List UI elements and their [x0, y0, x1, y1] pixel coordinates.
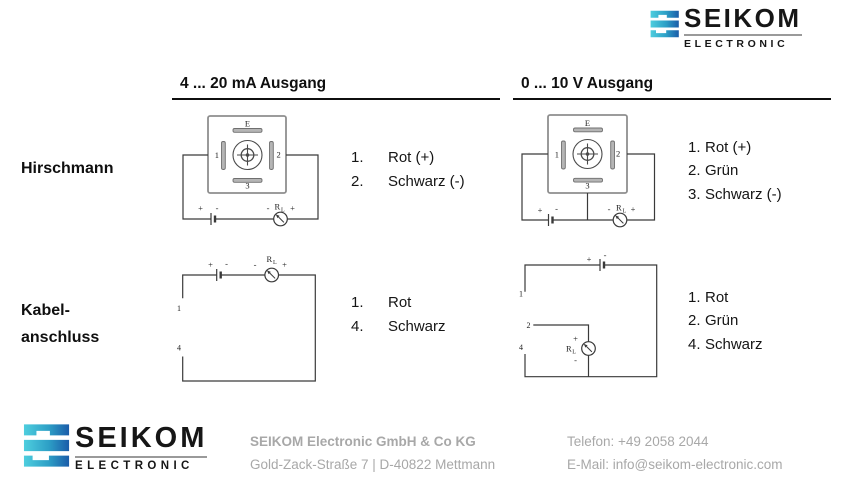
logo-wordmark: SEIKOM: [75, 424, 208, 458]
pin-color: Rot (+): [705, 139, 752, 156]
battery-minus-label: -: [225, 259, 228, 269]
pin-3-label: 3: [245, 181, 249, 191]
load-plus-label: +: [573, 334, 578, 344]
pinout-list-kabel-4-20ma: 1. Rot 4. Schwarz: [351, 291, 446, 339]
footer-contact-block: Telefon: +49 2058 2044 E-Mail: info@seik…: [567, 430, 783, 476]
pin-number: 2.: [688, 162, 701, 180]
pin-color: Schwarz (-): [705, 185, 782, 203]
footer-address-block: SEIKOM Electronic GmbH & Co KG Gold-Zack…: [250, 430, 495, 476]
load-minus-label: -: [608, 204, 611, 214]
logo-subtitle: ELECTRONIC: [684, 38, 789, 50]
load-plus-label: +: [631, 204, 636, 214]
pin-color: Schwarz: [705, 335, 763, 353]
load-resistor-label: R: [616, 203, 622, 213]
row-label-line2: anschluss: [21, 329, 100, 346]
pin-color: Grün: [705, 162, 739, 180]
load-resistor-subscript: L: [572, 350, 576, 356]
battery-minus-label: -: [555, 204, 558, 214]
load-resistor-label: R: [275, 202, 281, 212]
wiring-diagram-kabel-0-10v: + - 1 2 4 + R L -: [519, 250, 658, 378]
load-resistor-subscript: L: [623, 209, 627, 215]
list-item: 2. Grün: [688, 309, 763, 332]
logo-text: SEIKOM ELECTRONIC: [75, 424, 208, 472]
pinout-list-hirschmann-4-20ma: 1. Rot (+) 2. Schwarz (-): [351, 146, 465, 194]
list-item: 1. Rot: [688, 286, 763, 309]
battery-plus-label: +: [587, 254, 592, 264]
footer-phone: Telefon: +49 2058 2044: [567, 434, 709, 449]
battery-plus-label: +: [538, 205, 543, 215]
seikom-logo-icon: [23, 424, 70, 467]
seikom-logo-header: SEIKOM ELECTRONIC: [650, 5, 802, 50]
load-plus-label: +: [290, 203, 295, 213]
pin-color: Rot (+): [388, 149, 435, 166]
battery-minus-label: -: [216, 203, 219, 213]
list-item: 2. Grün: [688, 159, 782, 182]
pin-1-label: 1: [555, 150, 559, 160]
wiring-diagram-hirschmann-4-20ma: E 1 2 3 + - - R L +: [182, 115, 319, 227]
load-minus-label: -: [254, 260, 257, 270]
pin-number: 3.: [688, 185, 701, 203]
pin-number: 1.: [351, 294, 364, 311]
pin-color: Rot: [705, 289, 729, 306]
pin-number: 2.: [351, 173, 364, 190]
pin-number: 1.: [688, 289, 701, 306]
seikom-logo-icon: [650, 10, 679, 38]
load-minus-label: -: [267, 203, 270, 213]
row-label-kabelanschluss: Kabel- anschluss: [21, 297, 99, 351]
pin-e-label: E: [585, 118, 590, 128]
pinout-list-kabel-0-10v: 1. Rot 2. Grün 4. Schwarz: [688, 286, 763, 356]
pin-number: 2.: [688, 312, 701, 330]
battery-minus-label: -: [604, 250, 607, 260]
list-item: 3. Schwarz (-): [688, 183, 782, 206]
footer-company-name: SEIKOM Electronic GmbH & Co KG: [250, 434, 476, 449]
load-minus-label: -: [574, 355, 577, 365]
logo-subtitle: ELECTRONIC: [75, 460, 194, 472]
pin-2-label: 2: [277, 150, 281, 160]
battery-plus-label: +: [208, 260, 213, 270]
load-plus-label: +: [282, 260, 287, 270]
pin-number: 1.: [351, 149, 364, 166]
pin-color: Schwarz: [388, 318, 446, 335]
list-item: 1. Rot: [351, 291, 446, 315]
pin-number: 4.: [688, 335, 701, 353]
pin-number: 4.: [351, 318, 364, 335]
row-label-hirschmann: Hirschmann: [21, 160, 114, 177]
wire-2-label: 2: [527, 321, 531, 330]
load-resistor-subscript: L: [273, 260, 277, 266]
column-header-0-10v: 0 ... 10 V Ausgang: [513, 75, 831, 100]
footer-email: E-Mail: info@seikom-electronic.com: [567, 457, 783, 472]
logo-wordmark: SEIKOM: [684, 5, 802, 36]
row-label-line1: Kabel-: [21, 302, 70, 319]
footer-street-address: Gold-Zack-Straße 7 | D-40822 Mettmann: [250, 457, 496, 472]
battery-plus-label: +: [198, 203, 203, 213]
load-resistor-subscript: L: [281, 208, 285, 214]
wiring-diagram-kabel-4-20ma: + - - R L + 1 4: [177, 255, 316, 382]
load-resistor-label: R: [566, 344, 572, 354]
pin-3-label: 3: [585, 181, 589, 191]
pin-e-label: E: [245, 119, 250, 129]
column-header-4-20ma: 4 ... 20 mA Ausgang: [172, 75, 500, 100]
seikom-logo-footer: SEIKOM ELECTRONIC: [23, 424, 208, 472]
wire-4-label: 4: [177, 344, 181, 353]
pinout-list-hirschmann-0-10v: 1. Rot (+) 2. Grün 3. Schwarz (-): [688, 136, 782, 206]
list-item: 1. Rot (+): [351, 146, 465, 170]
load-resistor-label: R: [267, 255, 273, 264]
pin-color: Grün: [705, 312, 739, 330]
wire-4-label: 4: [519, 343, 523, 352]
pin-number: 1.: [688, 139, 701, 156]
list-item: 4. Schwarz: [688, 333, 763, 356]
pin-color: Schwarz (-): [388, 173, 465, 190]
wire-1-label: 1: [519, 290, 523, 299]
pin-2-label: 2: [616, 149, 620, 159]
list-item: 2. Schwarz (-): [351, 170, 465, 194]
logo-text: SEIKOM ELECTRONIC: [684, 5, 802, 50]
list-item: 1. Rot (+): [688, 136, 782, 159]
pin-1-label: 1: [215, 150, 219, 160]
pin-color: Rot: [388, 294, 412, 311]
list-item: 4. Schwarz: [351, 315, 446, 339]
wire-1-label: 1: [177, 304, 181, 313]
wiring-diagram-hirschmann-0-10v: E 1 2 3 + - - R L +: [521, 114, 656, 228]
